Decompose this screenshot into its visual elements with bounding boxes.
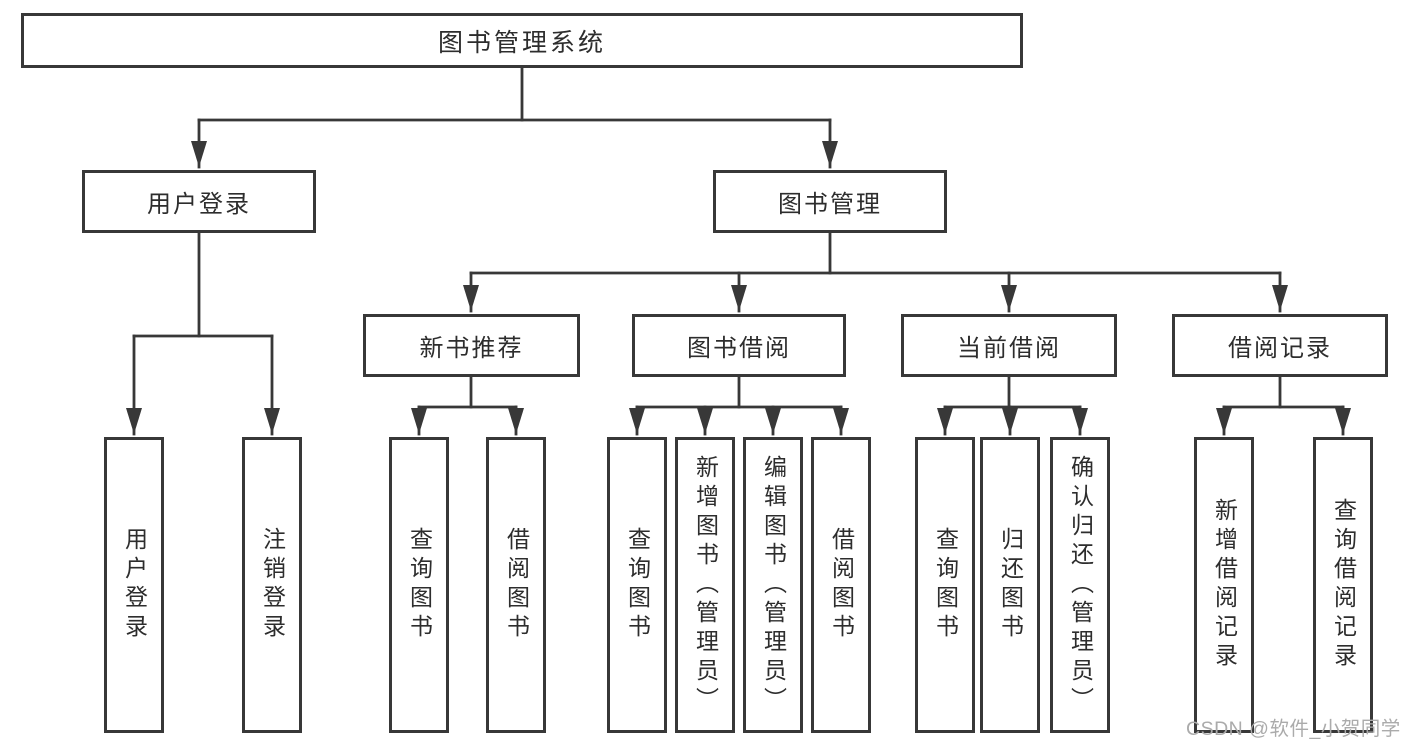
connector-borrow-records-to-leaves (1216, 375, 1351, 436)
leaf-query-books-recommend: 查询图书 (389, 437, 449, 733)
node-book-borrow: 图书借阅 (632, 314, 846, 377)
connector-user-login-to-leaves (126, 231, 280, 436)
connector-book-management-to-level3 (463, 231, 1288, 313)
leaf-borrow-book: 借阅图书 (811, 437, 871, 733)
connector-current-borrow-to-leaves (937, 375, 1088, 436)
connector-new-book-recommend-to-leaves (411, 375, 524, 436)
leaf-edit-book-admin: 编辑图书（管理员） (743, 437, 803, 733)
node-new-book-recommend: 新书推荐 (363, 314, 580, 377)
leaf-confirm-return-admin: 确认归还（管理员） (1050, 437, 1110, 733)
node-library-management-system: 图书管理系统 (21, 13, 1023, 68)
leaf-add-borrow-record: 新增借阅记录 (1194, 437, 1254, 733)
leaf-logout: 注销登录 (242, 437, 302, 733)
leaf-user-login: 用户登录 (104, 437, 164, 733)
leaf-query-borrow-record: 查询借阅记录 (1313, 437, 1373, 733)
leaf-query-books-current: 查询图书 (915, 437, 975, 733)
connector-root-to-level2 (191, 65, 838, 169)
node-user-login: 用户登录 (82, 170, 316, 233)
node-current-borrow: 当前借阅 (901, 314, 1117, 377)
connector-book-borrow-to-leaves (629, 375, 849, 436)
watermark-csdn: CSDN @软件_小贺同学 (1186, 718, 1401, 740)
leaf-query-books-borrow: 查询图书 (607, 437, 667, 733)
leaf-borrow-books-recommend: 借阅图书 (486, 437, 546, 733)
node-book-management: 图书管理 (713, 170, 947, 233)
node-borrow-records: 借阅记录 (1172, 314, 1388, 377)
leaf-add-book-admin: 新增图书（管理员） (675, 437, 735, 733)
leaf-return-book: 归还图书 (980, 437, 1040, 733)
